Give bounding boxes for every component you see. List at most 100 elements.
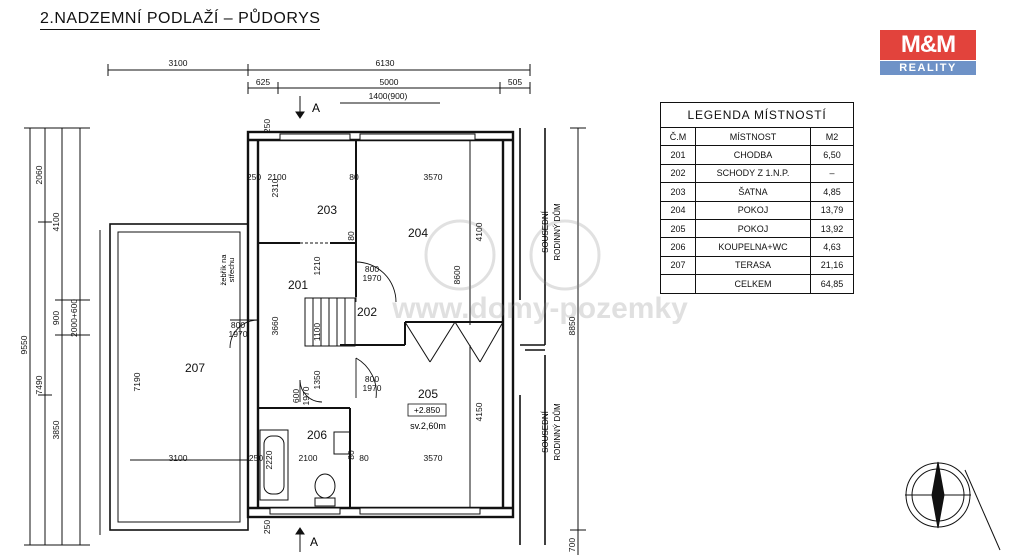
legend-table: Č.M MÍSTNOST M2 201 CHODBA 6,50 202 SCHO… <box>661 128 853 293</box>
dim-label: 250 <box>262 520 272 534</box>
dim-label: 80 <box>349 172 359 182</box>
dim-label: 4150 <box>474 402 484 421</box>
legend-cell: POKOJ <box>695 200 811 220</box>
dim-label: 7190 <box>132 372 142 391</box>
bathroom-fixtures <box>259 429 351 507</box>
dim-label: 3660 <box>270 316 280 335</box>
legend-total-label: CELKEM <box>695 274 811 293</box>
legend-cell: CHODBA <box>695 145 811 165</box>
dim-label: 1970 <box>229 329 248 339</box>
dim-label: 6130 <box>376 58 395 68</box>
legend-header-cell: Č.M <box>661 128 696 147</box>
section-mark-top: A <box>312 101 320 115</box>
room-204-label: 204 <box>408 226 428 240</box>
dim-label: 80 <box>359 453 369 463</box>
dim-label: 2100 <box>268 172 287 182</box>
dim-label: 505 <box>508 77 522 87</box>
dim-label: 625 <box>256 77 270 87</box>
room-201-label: 201 <box>288 278 308 292</box>
dim-label: 600 <box>291 389 301 403</box>
dim-label: 3570 <box>424 172 443 182</box>
dim-label: 2000+600 <box>69 299 79 337</box>
legend-cell: 201 <box>661 145 696 165</box>
legend-cell: KOUPELNA+WC <box>695 237 811 257</box>
legend-cell: 4,85 <box>810 182 853 202</box>
room-labels: 203 204 201 202 207 205 206 <box>185 203 438 442</box>
dim-label: 8850 <box>567 316 577 335</box>
dim-label: 900 <box>51 311 61 325</box>
legend-total-row: CELKEM 64,85 <box>661 274 853 293</box>
level-mark: +2.850 <box>414 405 441 415</box>
level-box <box>407 403 447 417</box>
dim-label: 2100 <box>299 453 318 463</box>
legend-cell: 21,16 <box>810 255 853 276</box>
dim-label: 5000 <box>380 77 399 87</box>
legend-cell <box>661 274 696 293</box>
room-207-label: 207 <box>185 361 205 375</box>
dim-label: 250 <box>249 453 263 463</box>
dim-label: 700 <box>567 538 577 552</box>
dim-label: 2060 <box>34 165 44 184</box>
height-note: sv.2,60m <box>410 421 446 431</box>
legend-cell: 204 <box>661 200 696 220</box>
legend-cell: 205 <box>661 218 696 239</box>
dim-label: 1970 <box>363 383 382 393</box>
windows <box>269 133 481 515</box>
dim-label: 2310 <box>270 178 280 197</box>
legend-header-cell: MÍSTNOST <box>695 128 811 147</box>
dim-label: 3100 <box>169 58 188 68</box>
neighbor-walls <box>519 128 546 545</box>
legend-row: 201 CHODBA 6,50 <box>661 145 853 165</box>
legend-header-cell: M2 <box>810 128 853 147</box>
legend-row: 204 POKOJ 13,79 <box>661 200 853 220</box>
legend-cell: 6,50 <box>810 145 853 165</box>
dim-label: 800 <box>365 264 379 274</box>
room-206-label: 206 <box>307 428 327 442</box>
room-205-label: 205 <box>418 387 438 401</box>
watermark: www.domy-pozemky <box>391 219 688 325</box>
legend-row: 206 KOUPELNA+WC 4,63 <box>661 237 853 257</box>
legend-cell: 4,63 <box>810 237 853 257</box>
doors <box>229 242 397 403</box>
section-mark-bottom: A <box>310 535 318 549</box>
legend-header-row: Č.M MÍSTNOST M2 <box>661 128 853 147</box>
dim-label: 2220 <box>264 450 274 469</box>
dim-label: 250 <box>247 172 261 182</box>
legend-cell: 206 <box>661 237 696 257</box>
ladder-note-1: žebřík na <box>219 254 228 286</box>
legend-row: 203 ŠATNA 4,85 <box>661 182 853 202</box>
legend-cell: POKOJ <box>695 218 811 239</box>
logo-wordmark: REALITY <box>880 61 976 75</box>
legend-row: 202 SCHODY Z 1.N.P. – <box>661 163 853 184</box>
dim-label: 1100 <box>312 323 322 342</box>
top-dimension-lines <box>107 64 531 104</box>
legend-title: LEGENDA MÍSTNOSTÍ <box>661 103 853 128</box>
dim-label: 80 <box>346 231 356 241</box>
legend-cell: 203 <box>661 182 696 202</box>
legend-cell: 13,79 <box>810 200 853 220</box>
legend-cell: SCHODY Z 1.N.P. <box>695 163 811 184</box>
dim-label: 1210 <box>312 256 322 275</box>
room-203-label: 203 <box>317 203 337 217</box>
right-dimension-lines <box>469 127 586 555</box>
dim-label: 3850 <box>51 420 61 439</box>
dim-label: 3570 <box>424 453 443 463</box>
room-202-label: 202 <box>357 305 377 319</box>
neighbor-label-bottom-1: SOUSEDNÍ <box>541 410 550 453</box>
brand-logo: M&M REALITY <box>880 30 976 76</box>
dim-label: 800 <box>365 374 379 384</box>
dim-label: 1970 <box>363 273 382 283</box>
dim-label: 80 <box>346 450 356 460</box>
dim-label: 4100 <box>474 222 484 241</box>
legend-total-value: 64,85 <box>810 274 853 293</box>
neighbor-label-bottom-2: RODINNÝ DŮM <box>553 403 562 461</box>
staircase-202 <box>304 297 504 363</box>
legend-row: 207 TERASA 21,16 <box>661 255 853 276</box>
legend-cell: 207 <box>661 255 696 276</box>
dim-label: 1970 <box>301 386 311 405</box>
legend-cell: 202 <box>661 163 696 184</box>
neighbor-label-top-2: RODINNÝ DŮM <box>553 203 562 261</box>
dim-label: 1350 <box>312 370 322 389</box>
watermark-text: www.domy-pozemky <box>391 292 688 325</box>
